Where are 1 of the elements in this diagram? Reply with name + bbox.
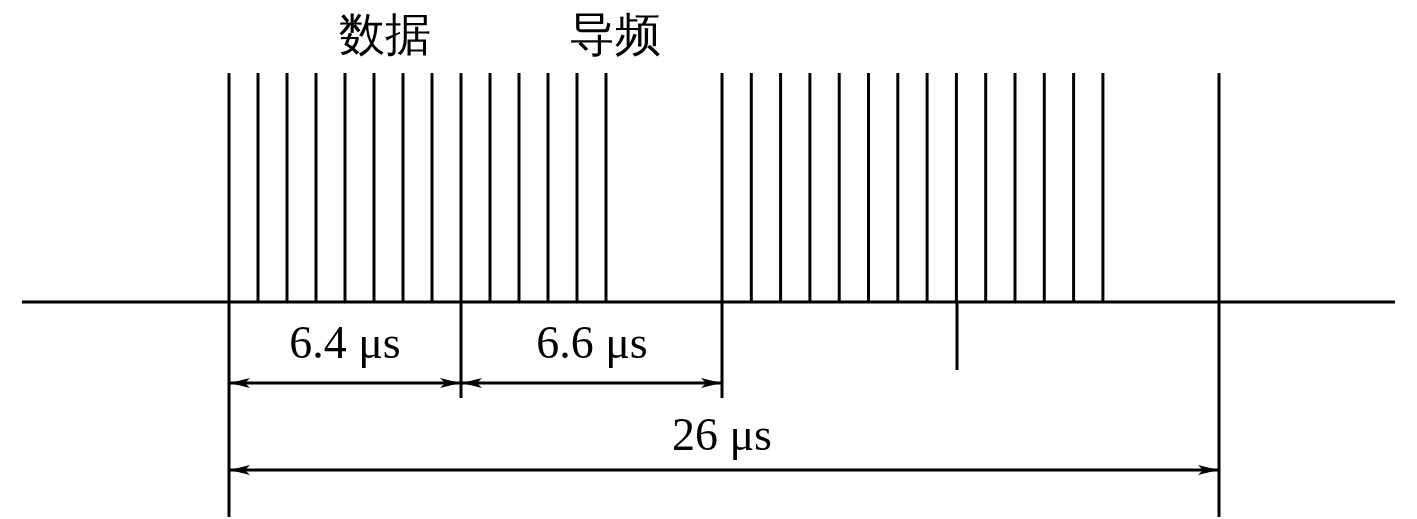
segment-label: 数据	[337, 12, 433, 58]
